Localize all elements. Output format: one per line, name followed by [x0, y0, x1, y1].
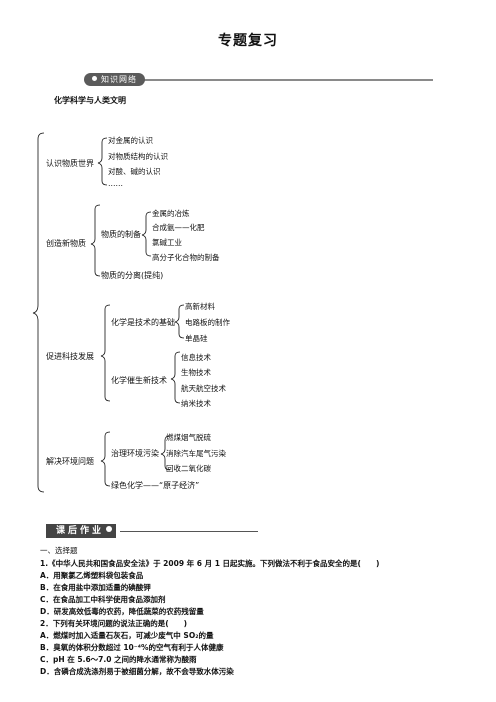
section-subtitle: 化学科学与人类文明 [54, 96, 126, 105]
tree-leaf: 纳米技术 [181, 399, 211, 408]
question-option: D．含磷合成洗涤剂易于被细菌分解，故不会导致水体污染 [40, 667, 234, 676]
question-option: B．在食用盐中添加适量的碘酸钾 [40, 583, 151, 592]
tree-leaf: 燃煤烟气脱硫 [166, 433, 211, 442]
tree-node-b1: 认识物质世界 [46, 159, 94, 168]
tree-leaf: 航天航空技术 [181, 384, 226, 393]
section-badge-knowledge: 知识网络 [84, 73, 145, 86]
tree-node-b3-sub2: 化学催生新技术 [111, 376, 167, 385]
section-badge-homework: 课后作业 [46, 524, 117, 538]
tree-leaf: 信息技术 [181, 353, 211, 362]
tree-node-b3-sub1: 化学是技术的基础 [111, 318, 175, 327]
question-option: A．用聚氯乙烯塑料袋包装食品 [40, 571, 144, 580]
bullet-dot-icon [92, 76, 97, 81]
tree-leaf: 对物质结构的认识 [108, 152, 168, 161]
tree-leaf: 电路板的制作 [185, 318, 230, 327]
tree-leaf: 生物技术 [181, 368, 211, 377]
tree-node-b2-sub2: 物质的分离(提纯) [101, 271, 164, 280]
tree-leaf: 合成氨——化肥 [152, 223, 205, 232]
question-stem: 1.《中华人民共和国食品安全法》于 2009 年 6 月 1 日起实施。下列做法… [40, 559, 380, 568]
tree-node-b4: 解决环境问题 [46, 457, 94, 466]
tree-node-b2-sub1: 物质的制备 [101, 230, 141, 239]
tree-node-b3: 促进科技发展 [46, 352, 94, 361]
page-title: 专题复习 [218, 33, 278, 49]
tree-leaf: 氯碱工业 [152, 238, 182, 247]
question-option: C．pH 在 5.6～7.0 之间的降水通常称为酸雨 [40, 655, 197, 664]
question-stem: 2．下列有关环境问题的说法正确的是( ) [40, 619, 188, 628]
tree-leaf: 高新材料 [185, 302, 215, 311]
question-option: B．臭氧的体积分数超过 10⁻⁴%的空气有利于人体健康 [40, 643, 224, 652]
tree-leaf: 对金属的认识 [108, 136, 153, 145]
question-option: C．在食品加工中科学使用食品添加剂 [40, 595, 166, 604]
tree-node-b4-sub1: 治理环境污染 [111, 449, 159, 458]
tree-leaf: 对酸、碱的认识 [108, 167, 161, 176]
tree-leaf: 高分子化合物的制备 [152, 253, 220, 262]
tree-node-b2: 创造新物质 [46, 239, 86, 248]
section-divider [120, 531, 258, 532]
tree-leaf: 金属的冶炼 [152, 209, 190, 218]
tree-leaf: 消除汽车尾气污染 [166, 449, 226, 458]
tree-leaf: 单晶硅 [185, 334, 208, 343]
exercise-heading: 一、选择题 [40, 546, 78, 555]
question-option: D．研发高效低毒的农药，降低蔬菜的农药残留量 [40, 607, 204, 616]
section-badge-label: 课后作业 [56, 526, 105, 536]
tree-leaf: …… [108, 179, 123, 188]
section-badge-label: 知识网络 [101, 75, 137, 84]
bullet-dot-icon [106, 526, 113, 532]
section-divider [95, 79, 433, 81]
question-option: A．燃煤时加入适量石灰石，可减少废气中 SO₂的量 [40, 631, 214, 640]
tree-leaf: 回收二氧化碳 [166, 464, 211, 473]
tree-node-b4-sub2: 绿色化学——“原子经济” [111, 481, 200, 490]
